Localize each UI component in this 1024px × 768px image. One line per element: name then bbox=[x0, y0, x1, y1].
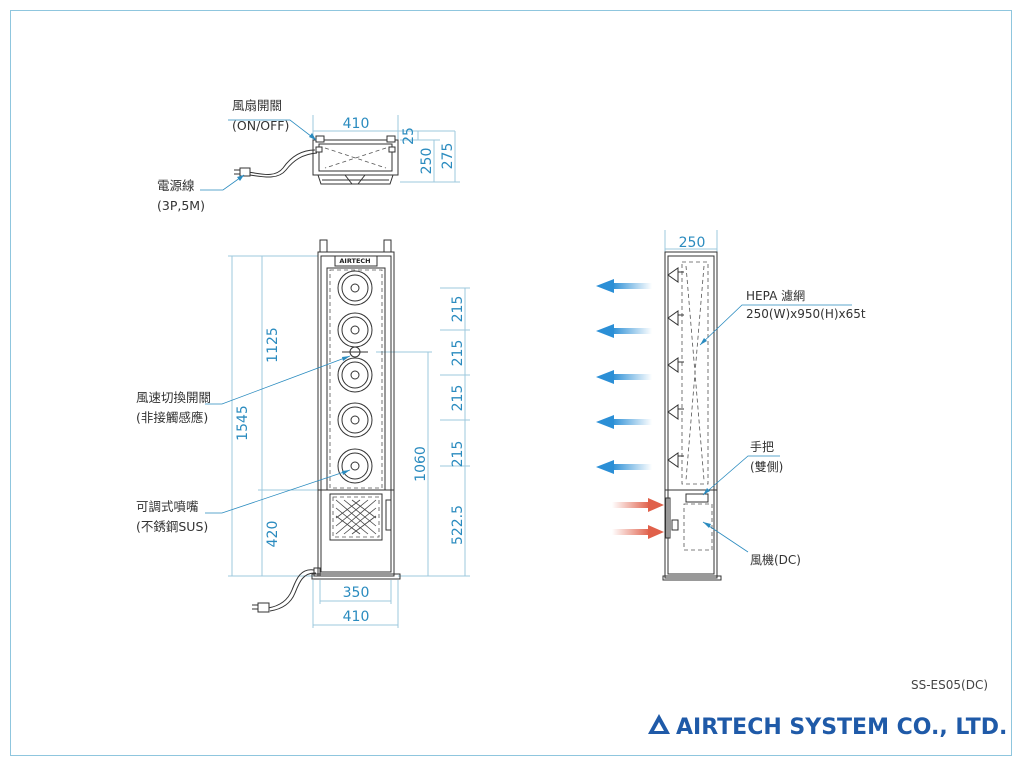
side-view: 250 bbox=[662, 230, 852, 581]
dim-side-depth: 250 bbox=[679, 235, 706, 251]
dim-front-1545: 1545 bbox=[235, 405, 251, 441]
company-name: AIRTECH SYSTEM CO., LTD. bbox=[676, 715, 1007, 740]
top-view: 410 25 250 275 bbox=[200, 115, 460, 191]
label-handle: 手把 bbox=[750, 440, 774, 454]
dim-front-420: 420 bbox=[265, 521, 281, 548]
label-nozzle: 可調式噴嘴 bbox=[136, 499, 199, 514]
airflow-in-arrows bbox=[612, 498, 664, 539]
dim-base-inner: 350 bbox=[343, 585, 370, 601]
dim-nozzle-spacing-1: 215 bbox=[450, 296, 466, 323]
airflow-out-arrows bbox=[596, 279, 652, 474]
label-hepa: HEPA 濾網 bbox=[746, 288, 805, 303]
label-power-cord: 電源線 bbox=[157, 178, 195, 193]
model-number: SS-ES05(DC) bbox=[911, 678, 988, 692]
drawing-frame bbox=[10, 10, 1012, 756]
dim-front-522-5: 522.5 bbox=[450, 505, 466, 545]
label-fan-switch: 風扇開關 bbox=[232, 98, 282, 113]
label-power-cord-sub: (3P,5M) bbox=[157, 198, 205, 213]
label-speed-switch-sub: (非接觸感應) bbox=[136, 410, 208, 425]
label-hepa-sub: 250(W)x950(H)x65t bbox=[746, 307, 866, 321]
dim-front-1125: 1125 bbox=[265, 327, 281, 363]
dim-top-25: 25 bbox=[401, 127, 417, 145]
label-handle-sub: (雙側) bbox=[750, 460, 783, 474]
dim-nozzle-spacing-3: 215 bbox=[450, 385, 466, 412]
label-fan-switch-sub: (ON/OFF) bbox=[232, 118, 289, 133]
dim-front-1060: 1060 bbox=[413, 446, 429, 482]
label-fan: 風機(DC) bbox=[750, 552, 801, 567]
dim-base-outer: 410 bbox=[343, 609, 370, 625]
device-brand-plate: AIRTECH bbox=[339, 257, 370, 265]
company-logo-icon bbox=[648, 714, 670, 734]
dim-top-width: 410 bbox=[343, 116, 370, 132]
label-nozzle-sub: (不銹鋼SUS) bbox=[136, 519, 208, 534]
dim-nozzle-spacing-4: 215 bbox=[450, 441, 466, 468]
front-view: 1545 1125 420 1060 215 215 215 215 522.5… bbox=[205, 239, 470, 628]
dim-top-275: 275 bbox=[440, 143, 456, 170]
dim-top-250: 250 bbox=[419, 148, 435, 175]
label-speed-switch: 風速切換開關 bbox=[136, 390, 211, 405]
dim-nozzle-spacing-2: 215 bbox=[450, 340, 466, 367]
